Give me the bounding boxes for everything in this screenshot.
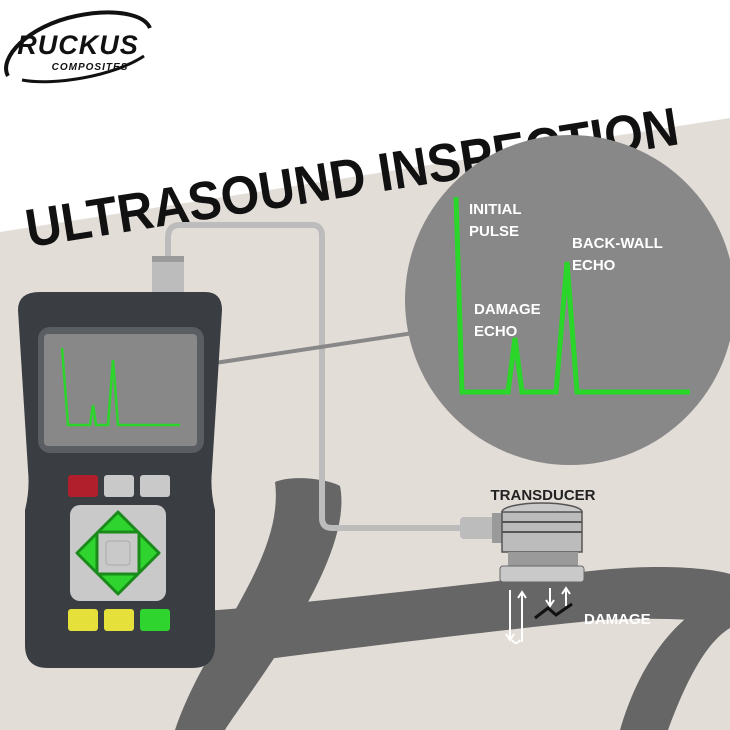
dpad-right-arrow-icon[interactable] <box>137 531 161 575</box>
frame-tube-left <box>175 478 342 730</box>
zoom-signal-trace <box>453 196 690 395</box>
device-signal-trace <box>60 347 180 427</box>
damage-label: DAMAGE <box>584 611 651 628</box>
transducer-plug <box>460 517 500 539</box>
transducer-base <box>499 565 585 583</box>
brand-tagline: COMPOSITES <box>52 62 129 73</box>
dpad-left-arrow-icon[interactable] <box>75 531 99 575</box>
damage-crack <box>534 602 573 620</box>
wave-arrows <box>505 586 571 644</box>
dpad-up-arrow-icon[interactable] <box>96 510 140 534</box>
brand-name: RUCKUS <box>17 30 139 60</box>
bike-frame <box>175 478 730 730</box>
damage-echo-label-2: ECHO <box>474 323 518 340</box>
cable-connector <box>152 260 184 292</box>
gray-button-2[interactable] <box>140 475 170 497</box>
device-screen <box>44 334 197 446</box>
probe-cable <box>165 222 462 531</box>
red-button[interactable] <box>68 475 98 497</box>
transducer <box>460 502 585 583</box>
transducer-label: TRANSDUCER <box>491 487 596 504</box>
initial-pulse-label-1: INITIAL <box>469 201 522 218</box>
yellow-button-2[interactable] <box>104 609 134 631</box>
damage-echo-label-1: DAMAGE <box>474 301 541 318</box>
yellow-button-1[interactable] <box>68 609 98 631</box>
dpad-down-arrow-icon[interactable] <box>96 572 140 596</box>
zoom-connector <box>181 330 421 370</box>
brand-logo: RUCKUS COMPOSITES <box>4 10 152 84</box>
ultrasound-device <box>18 256 222 668</box>
frame-tube-right <box>620 592 730 730</box>
frame-tube-top <box>190 567 730 666</box>
green-button[interactable] <box>140 609 170 631</box>
back-wall-echo-label-2: ECHO <box>572 257 616 274</box>
initial-pulse-label-2: PULSE <box>469 223 519 240</box>
gray-button-1[interactable] <box>104 475 134 497</box>
dpad-center-button[interactable] <box>105 540 131 566</box>
back-wall-echo-label-1: BACK-WALL <box>572 235 663 252</box>
